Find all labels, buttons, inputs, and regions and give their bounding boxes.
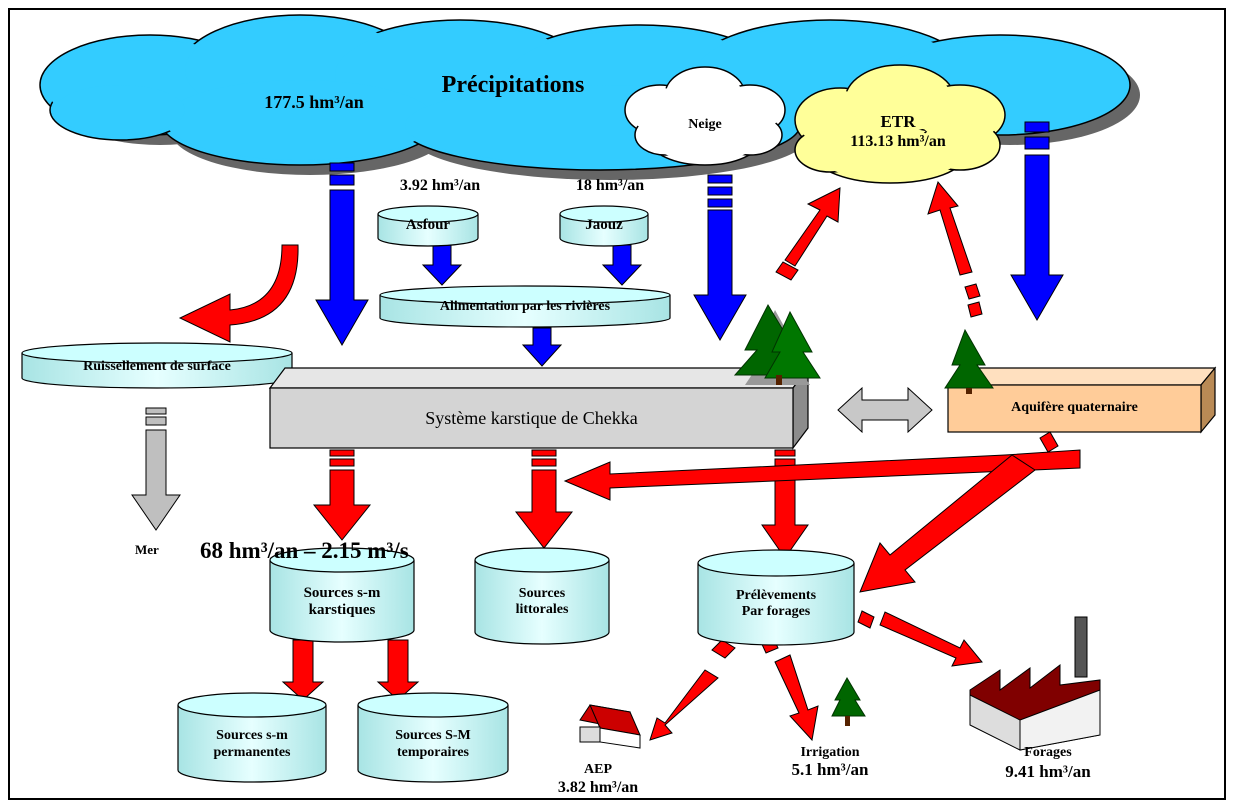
asfour-label: Asfour: [405, 217, 451, 234]
factory-icon: [969, 616, 1101, 751]
irrigation-label: Irrigation: [800, 745, 860, 760]
exchange-double-arrow: [837, 386, 933, 434]
snow-label: Neige: [688, 117, 722, 132]
river-cylinders: [21, 205, 671, 389]
asfour-flow-value: 3.92 hm³/an: [399, 177, 481, 194]
diagram-frame: [8, 8, 1226, 800]
aep-label: AEP: [584, 762, 612, 777]
snow-cloud: [624, 66, 786, 166]
karst-system-label: Système karstique de Chekka: [425, 407, 638, 428]
river-feed-label: Alimentation par les rivières: [439, 298, 611, 314]
springs-flow-value: 68 hm³/an – 2.15 m³/s: [200, 538, 409, 563]
irrigation-value: 5.1 hm³/an: [791, 760, 869, 779]
aquifer-label: Aquifère quaternaire: [1011, 400, 1138, 416]
precipitation-title: Précipitations: [441, 72, 585, 98]
runoff-label: Ruissellement de surface: [83, 358, 231, 374]
etr-title: ETR: [880, 112, 916, 131]
source-cylinders: [177, 547, 855, 783]
precipitation-value: 177.5 hm³/an: [264, 92, 364, 112]
infiltration-arrows: [315, 121, 1064, 367]
etr-value: 113.13 hm³/an: [850, 133, 946, 150]
industry-label: Forages: [1024, 745, 1072, 760]
outflow-arrows: [178, 180, 1081, 742]
sea-arrow: [131, 407, 181, 531]
aep-value: 3.82 hm³/an: [557, 779, 639, 796]
jaouz-flow-value: 18 hm³/an: [575, 177, 645, 194]
sea-label: Mer: [135, 542, 159, 557]
aquifer-box: [946, 366, 1217, 434]
industry-value: 9.41 hm³/an: [1005, 762, 1091, 781]
etr-cloud: [794, 64, 1006, 184]
tree-icon: [733, 303, 994, 726]
jaouz-label: Jaouz: [585, 217, 623, 234]
karst-box: [268, 366, 810, 450]
house-icon: [579, 704, 641, 749]
